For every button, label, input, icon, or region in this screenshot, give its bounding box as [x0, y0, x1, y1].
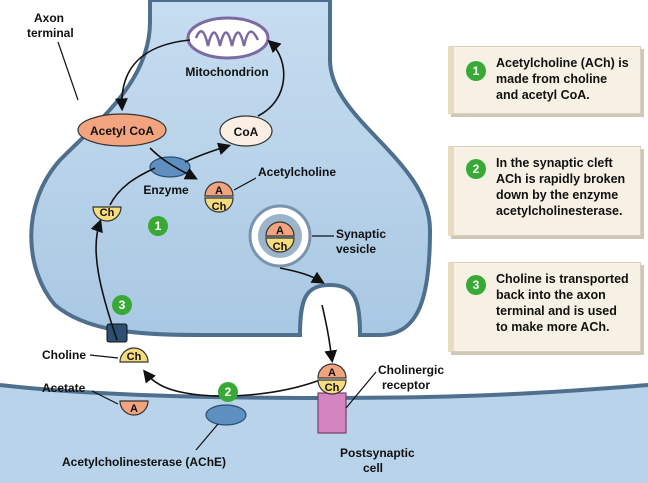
step-2-card: 2 In the synaptic cleft ACh is rapidly b… [448, 146, 641, 236]
synaptic-vesicle-label-2: vesicle [336, 242, 376, 256]
step-3-text: Choline is transported back into the axo… [496, 271, 632, 335]
choline-transporter [106, 323, 128, 343]
mitochondrion-label: Mitochondrion [185, 65, 268, 79]
choline-in-terminal-label: Ch [100, 207, 115, 219]
acetate-molecule [119, 400, 149, 416]
step-2-badge [218, 382, 238, 402]
arrow-vesicle-to-release [279, 267, 325, 284]
arrow-to-choline [143, 369, 321, 397]
ache-enzyme [205, 404, 247, 426]
choline-pointer [89, 354, 119, 359]
acetyl-coa-label: Acetyl CoA [90, 124, 154, 138]
choline-in-cleft [119, 347, 149, 363]
arrow-release-to-receptor [321, 304, 338, 364]
synaptic-vesicle-label-1: Synaptic [336, 227, 386, 241]
cholinergic-receptor [317, 392, 347, 434]
postsynaptic-membrane [0, 385, 648, 483]
step-3-badge-number: 3 [119, 298, 126, 312]
vesicle-acetyl-label: A [276, 225, 284, 237]
synaptic-vesicle [248, 204, 312, 268]
step-2-text-part1: In the synaptic cleft ACh is rapidly bro… [496, 156, 626, 202]
step-1-text-part2: (ACh) is made from choline and acetyl Co… [496, 56, 629, 102]
arrow-enzyme-to-coa [184, 142, 232, 163]
step-3-badge [112, 295, 132, 315]
acetylcholine-label: Acetylcholine [258, 165, 336, 179]
arrow-choline-reuptake [90, 218, 118, 341]
postsynaptic-cell-label-1: Postsynaptic [340, 446, 415, 460]
step-2-card-badge: 2 [466, 159, 486, 179]
vesicle-choline-label: Ch [273, 241, 288, 253]
acetate-pointer [91, 390, 119, 405]
axon-terminal-label-2: terminal [27, 26, 74, 40]
enzyme-label: Enzyme [143, 183, 189, 197]
acetate-molecule-label: A [130, 403, 138, 415]
acetylcholine-pointer [233, 177, 257, 191]
step-3-card: 3 Choline is transported back into the a… [448, 262, 641, 352]
step-1-card-badge: 1 [466, 61, 486, 81]
choline-in-cleft-label: Ch [127, 351, 142, 363]
acetate-label: Acetate [42, 381, 86, 395]
coa-molecule [219, 115, 273, 147]
choline-in-terminal [92, 206, 122, 222]
ach-acetyl-label: A [215, 185, 223, 197]
step-1-badge [148, 216, 168, 236]
postsynaptic-cell-label-2: cell [363, 461, 383, 475]
step-1-badge-number: 1 [155, 219, 162, 233]
cholinergic-receptor-label-2: receptor [382, 378, 430, 392]
receptor-choline-label: Ch [325, 382, 340, 394]
ache-pointer [195, 423, 219, 451]
step-1-text: Acetylcholine (ACh) is made from choline… [496, 55, 632, 103]
arrow-to-mitochondrion [257, 39, 285, 117]
step-2-text-part2: acetylcholinesterase. [496, 204, 623, 218]
arrow-to-acetyl-coa [115, 39, 191, 112]
acetylcholine-molecule [204, 181, 234, 213]
ache-label: Acetylcholinesterase (AChE) [62, 455, 226, 469]
ach-choline-label: Ch [212, 201, 227, 213]
receptor-pointer [345, 371, 377, 409]
mitochondrion-icon [186, 16, 270, 60]
arrow-choline-in [109, 167, 156, 206]
arrow-enzyme-to-ach [149, 147, 198, 180]
step-1-card: 1 Acetylcholine (ACh) is made from choli… [448, 46, 641, 114]
step-3-text-part1: Choline is transported back into the axo… [496, 272, 629, 334]
step-2-text: In the synaptic cleft ACh is rapidly bro… [496, 155, 632, 219]
enzyme-icon [149, 156, 191, 178]
acetyl-coa-molecule [77, 113, 167, 147]
step-1-text-part1: Acetylcholine [496, 56, 578, 70]
coa-label: CoA [234, 125, 259, 139]
cholinergic-receptor-label-1: Cholinergic [378, 363, 444, 377]
choline-label: Choline [42, 348, 86, 362]
axon-terminal-label-1: Axon [34, 11, 64, 25]
ach-bound-to-receptor [317, 363, 347, 395]
step-2-badge-number: 2 [225, 385, 232, 399]
axon-terminal [29, 0, 433, 337]
step-3-card-badge: 3 [466, 275, 486, 295]
axon-terminal-pointer [57, 41, 79, 101]
receptor-acetyl-label: A [328, 367, 336, 379]
